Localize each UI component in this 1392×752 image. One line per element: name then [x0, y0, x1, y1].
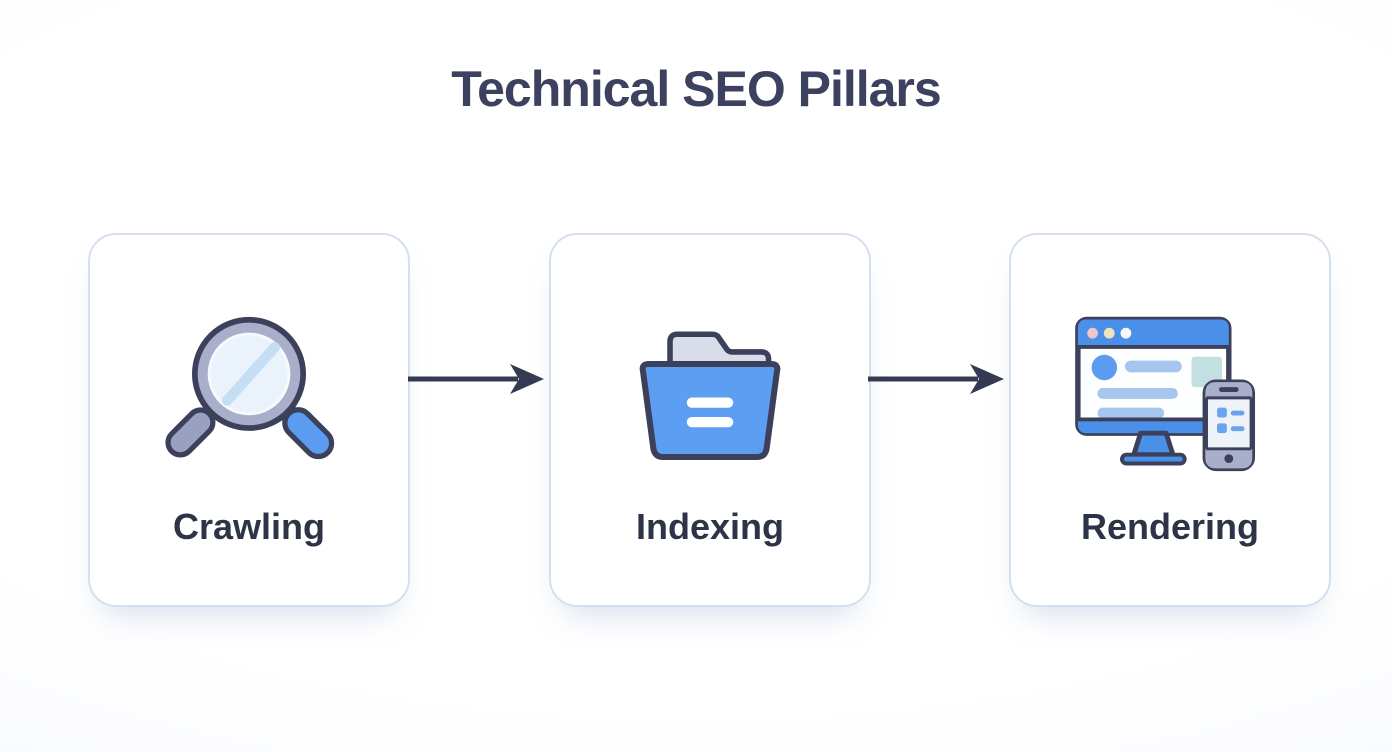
magnifier-icon — [154, 290, 344, 492]
diagram-title: Technical SEO Pillars — [451, 61, 941, 117]
pillar-card-rendering: Rendering — [1009, 233, 1331, 607]
devices-icon — [1072, 290, 1268, 492]
folder-icon — [617, 290, 803, 492]
pillar-label: Crawling — [172, 506, 325, 547]
pillar-card-crawling: Crawling — [88, 233, 410, 607]
pillar-label: Indexing — [635, 506, 784, 547]
flow-arrow-icon — [868, 364, 1004, 394]
pillar-card-indexing: Indexing — [549, 233, 871, 607]
flow-arrow-icon — [408, 364, 544, 394]
pillar-label: Rendering — [1080, 506, 1259, 547]
